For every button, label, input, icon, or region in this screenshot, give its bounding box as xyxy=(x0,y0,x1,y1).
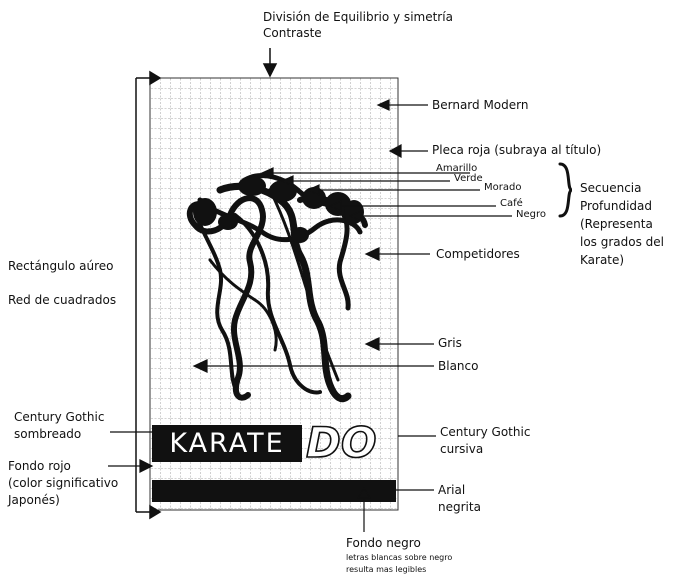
label-century-sombreado: Century Gothic sombreado xyxy=(14,409,104,443)
label-bernard-modern: Bernard Modern xyxy=(432,98,528,112)
fondo-rojo-line-3: Japonés) xyxy=(8,492,118,509)
secuencia-line-4: los grados del xyxy=(580,233,664,251)
label-verde: Verde xyxy=(454,173,483,185)
label-negro: Negro xyxy=(516,209,546,221)
sequence-brace xyxy=(560,164,572,216)
label-fondo-negro-note-1: letras blancas sobre negro xyxy=(346,553,452,563)
secuencia-line-2: Profundidad xyxy=(580,197,664,215)
century-cursiva-line-1: Century Gothic xyxy=(440,424,530,441)
do-word: DO xyxy=(306,418,377,467)
karate-word: KARATE xyxy=(169,428,284,459)
arial-line-1: Arial xyxy=(438,482,481,499)
century-sombreado-line-2: sombreado xyxy=(14,426,104,443)
label-red-cuadrados: Red de cuadrados xyxy=(8,293,116,307)
karate-title-block: KARATE xyxy=(152,425,302,462)
label-fondo-negro-note-2: resulta mas legibles xyxy=(346,565,426,575)
label-arial-negrita: Arial negrita xyxy=(438,482,481,516)
top-arrow xyxy=(264,48,276,76)
century-cursiva-line-2: cursiva xyxy=(440,441,530,458)
label-century-cursiva: Century Gothic cursiva xyxy=(440,424,530,458)
label-secuencia: Secuencia Profundidad (Representa los gr… xyxy=(580,179,664,269)
label-competidores: Competidores xyxy=(436,247,520,261)
label-morado: Morado xyxy=(484,182,521,194)
label-rectangulo-aureo: Rectángulo aúreo xyxy=(8,259,114,273)
do-title: DO xyxy=(306,418,396,466)
fondo-rojo-line-2: (color significativo xyxy=(8,475,118,492)
label-pleca-roja: Pleca roja (subraya al título) xyxy=(432,143,601,157)
fondo-rojo-line-1: Fondo rojo xyxy=(8,458,118,475)
label-contraste: Contraste xyxy=(263,26,322,40)
century-sombreado-line-1: Century Gothic xyxy=(14,409,104,426)
label-blanco: Blanco xyxy=(438,359,478,373)
secuencia-line-1: Secuencia xyxy=(580,179,664,197)
label-division: División de Equilibrio y simetría xyxy=(263,10,453,24)
secuencia-line-5: Karate) xyxy=(580,251,664,269)
title-underline-bar xyxy=(152,480,396,502)
arial-line-2: negrita xyxy=(438,499,481,516)
label-gris: Gris xyxy=(438,336,462,350)
label-fondo-rojo: Fondo rojo (color significativo Japonés) xyxy=(8,458,118,509)
secuencia-line-3: (Representa xyxy=(580,215,664,233)
label-fondo-negro: Fondo negro xyxy=(346,536,421,550)
